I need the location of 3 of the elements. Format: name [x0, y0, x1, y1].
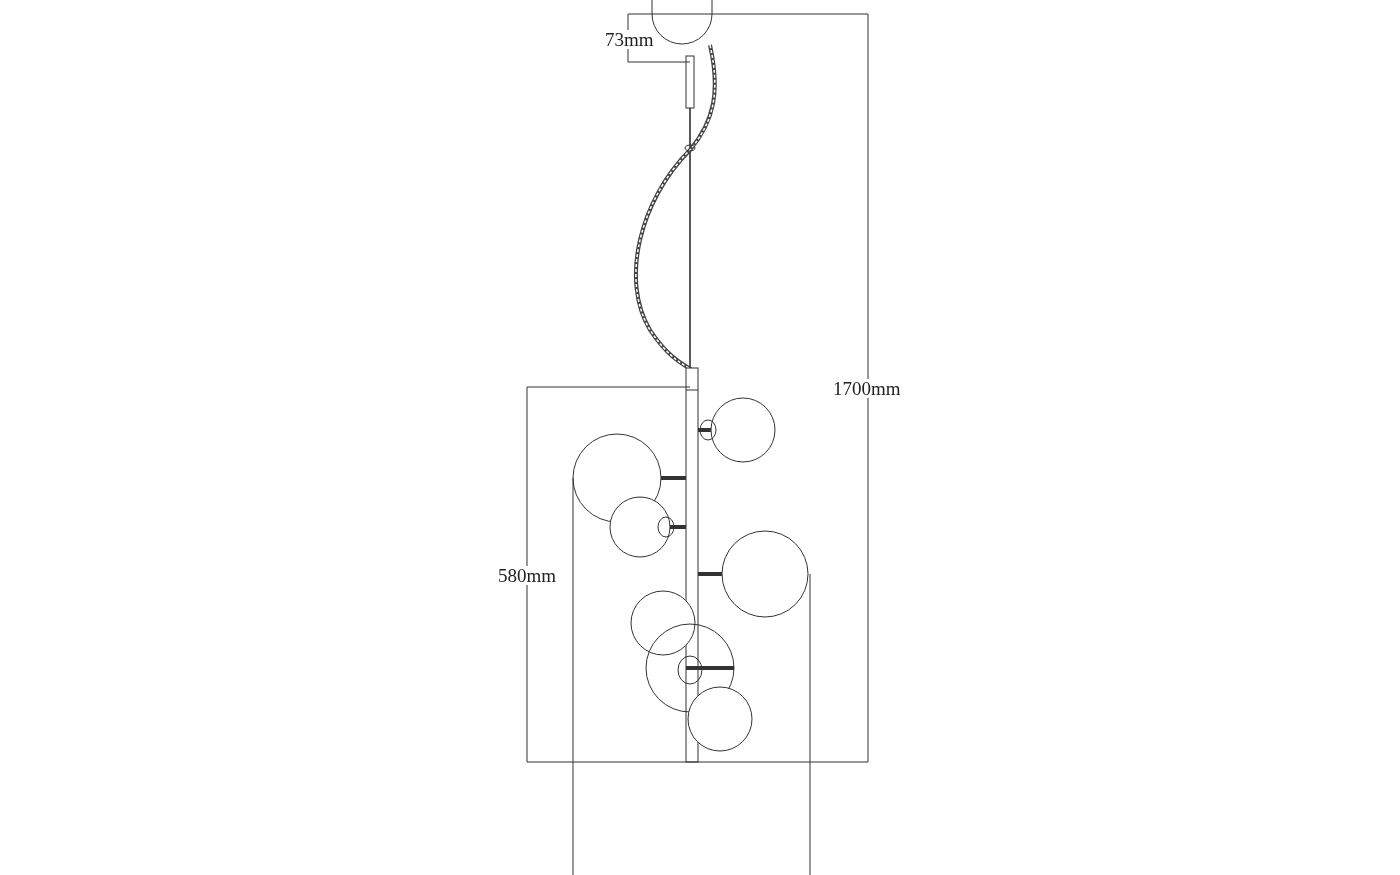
dimension-label: 1700mm	[832, 379, 902, 398]
dimension-label: 73mm	[604, 30, 655, 49]
dimension-label: 580mm	[497, 566, 558, 585]
